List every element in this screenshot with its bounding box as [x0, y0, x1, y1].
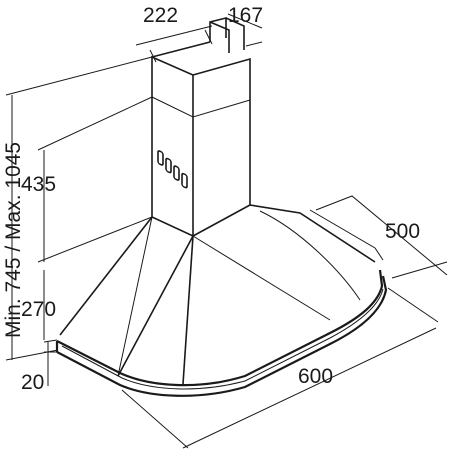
rim-inner-highlight	[61, 288, 384, 390]
dim-line-hood-width	[121, 287, 439, 449]
label-chimney-height: 435	[21, 173, 56, 196]
canopy-back-rim	[309, 209, 384, 261]
canopy-front-edge	[117, 235, 194, 377]
dim-line-chimney-depth	[227, 13, 263, 47]
canopy	[59, 204, 384, 385]
dimension-lines	[5, 13, 448, 449]
label-total-height: Min. 745 / Max. 1045	[2, 142, 25, 338]
rim-bottom-outline	[56, 275, 388, 397]
vent-slot	[173, 165, 180, 181]
canopy-left-edge	[59, 216, 153, 336]
canopy-fold-line	[117, 216, 331, 377]
label-canopy-height: 270	[21, 298, 56, 321]
label-hood-width: 600	[298, 365, 333, 388]
canopy-center-edge	[182, 235, 194, 385]
vent-slot	[165, 157, 172, 174]
chimney	[151, 16, 251, 238]
dim-line-chimney-height	[37, 96, 153, 263]
label-chimney-width: 222	[143, 4, 178, 27]
canopy-side-panel	[259, 210, 361, 301]
chimney-inner-duct	[209, 16, 245, 53]
vent-slots	[157, 150, 188, 189]
hood-rim	[55, 269, 388, 397]
chimney-side-face	[192, 57, 251, 237]
chimney-front-face	[151, 55, 194, 238]
rim-top-outline	[56, 269, 384, 387]
dim-line-chimney-width	[135, 25, 213, 63]
canopy-right-edge	[249, 204, 376, 263]
label-hood-depth: 500	[385, 220, 420, 243]
dimension-labels: 222 167 Min. 745 / Max. 1045 435 270 20 …	[2, 4, 420, 394]
chimney-top-edge	[151, 41, 211, 58]
label-rim-height: 20	[21, 371, 44, 394]
vent-slot	[181, 172, 188, 189]
dim-line-hood-depth	[315, 195, 448, 279]
dim-line-rim-height	[43, 339, 58, 386]
label-chimney-depth: 167	[228, 4, 263, 27]
vent-slot	[157, 150, 164, 166]
chimney-panel-seam	[151, 96, 251, 118]
